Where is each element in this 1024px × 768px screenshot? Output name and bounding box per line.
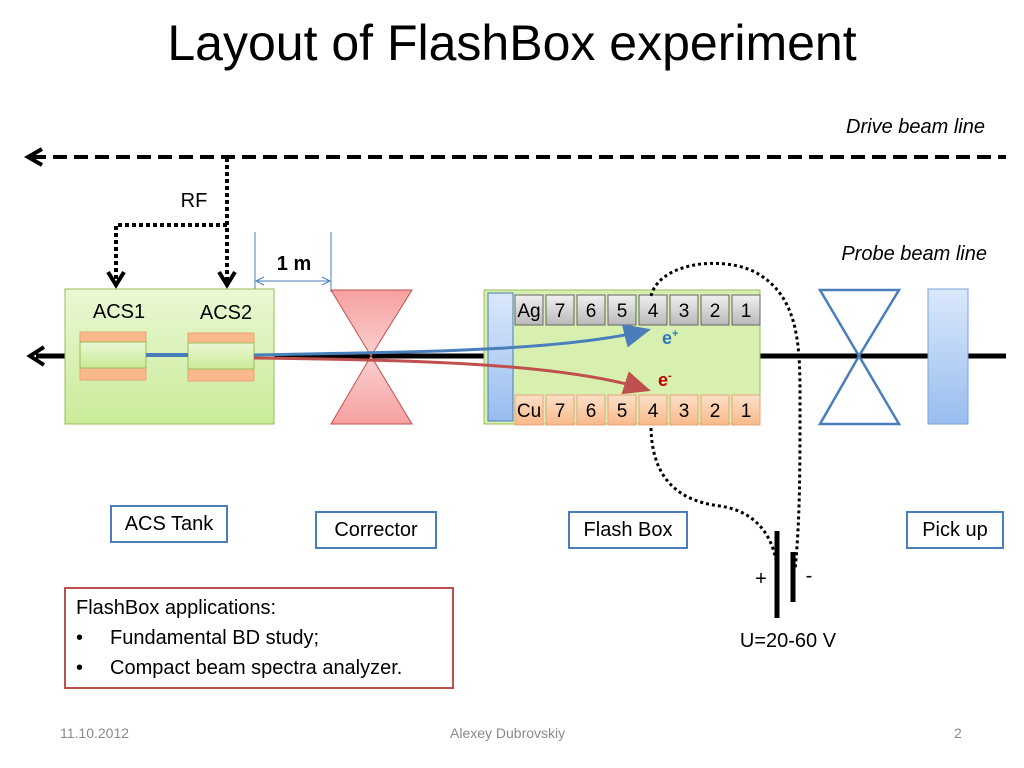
ag-electrode-number: 3	[679, 301, 690, 322]
cu-electrode-number: 6	[586, 401, 597, 422]
ag-electrode-number: 7	[555, 301, 566, 322]
applications-heading: FlashBox applications:	[76, 597, 277, 619]
ag-electrode-number: 1	[741, 301, 752, 322]
applications-item: • Fundamental BD study;	[76, 623, 452, 653]
ag-electrode-number: 5	[617, 301, 628, 322]
footer-author: Alexey Dubrovskiy	[450, 725, 566, 741]
acs2-label: ACS2	[200, 302, 252, 324]
battery-minus-label: -	[806, 565, 813, 587]
ag-electrode-cell	[576, 294, 606, 326]
rf-arrowhead-acs2-icon	[217, 270, 237, 289]
electron-trajectory	[253, 356, 651, 395]
positron-trajectory	[253, 324, 651, 357]
drive-beam-arrowhead-icon	[23, 147, 43, 167]
voltage-label: U=20-60 V	[740, 630, 837, 652]
bullet-icon: •	[76, 657, 84, 679]
drive-beam-label: Drive beam line	[846, 116, 985, 138]
flash-box-label: Flash Box	[568, 511, 688, 549]
applications-box: FlashBox applications: • Fundamental BD s…	[64, 587, 454, 689]
wire-to-ag-electrode	[649, 261, 802, 571]
dimension-arrowhead-right-icon	[321, 276, 332, 286]
corrector-label: Corrector	[315, 511, 437, 549]
ag-electrode-number: 6	[586, 301, 597, 322]
acs1-label: ACS1	[93, 301, 145, 323]
cu-electrode-cell	[607, 394, 637, 426]
dimension-arrowhead-left-icon	[254, 276, 265, 286]
probe-beam-arrowhead-icon	[26, 345, 46, 367]
cu-electrode-number: 3	[679, 401, 690, 422]
ag-electrode-cell	[731, 294, 761, 326]
flashbox-entry-window	[487, 292, 514, 422]
rf-label: RF	[181, 190, 208, 212]
cu-material-label: Cu	[517, 401, 541, 422]
acs1-structure	[79, 331, 147, 381]
footer-page-number: 2	[954, 725, 962, 741]
ag-electrode-cell	[545, 294, 575, 326]
cu-electrode-number: 2	[710, 401, 721, 422]
ag-material-cell	[514, 294, 544, 326]
ag-material-label: Ag	[517, 301, 540, 322]
ag-electrode-number: 2	[710, 301, 721, 322]
pick-up-label: Pick up	[906, 511, 1004, 549]
cu-electrode-number: 5	[617, 401, 628, 422]
rf-branch-line	[114, 223, 227, 282]
acs-tank-label: ACS Tank	[110, 505, 228, 543]
ag-electrode-cell	[669, 294, 699, 326]
electron-label: e-	[658, 370, 672, 390]
ag-electrode-cell	[700, 294, 730, 326]
positron-label: e+	[662, 328, 678, 348]
cu-electrode-cell	[731, 394, 761, 426]
slide-title: Layout of FlashBox experiment	[167, 15, 857, 71]
distance-label: 1 m	[277, 253, 311, 275]
battery-plus-label: +	[755, 568, 767, 590]
ag-electrode-cell	[638, 294, 668, 326]
cu-material-cell	[514, 394, 544, 426]
cu-electrode-cell	[576, 394, 606, 426]
acs2-structure	[187, 332, 255, 382]
ag-electrode-number: 4	[648, 301, 659, 322]
footer-date: 11.10.2012	[60, 725, 130, 741]
probe-corrector-magnet	[817, 288, 902, 426]
probe-beam-label: Probe beam line	[841, 243, 987, 265]
cu-electrode-number: 7	[555, 401, 566, 422]
cu-electrode-cell	[700, 394, 730, 426]
pickup	[927, 288, 969, 425]
rf-arrowhead-acs1-icon	[106, 270, 126, 289]
cu-electrode-cell	[669, 394, 699, 426]
bullet-icon: •	[76, 627, 84, 649]
applications-item-text: Fundamental BD study;	[110, 627, 319, 649]
cu-electrode-cell	[545, 394, 575, 426]
cu-electrode-number: 1	[741, 401, 752, 422]
wire-to-cu-electrode	[649, 427, 778, 561]
applications-item: • Compact beam spectra analyzer.	[76, 653, 452, 683]
cu-electrode-number: 4	[648, 401, 659, 422]
corrector-magnet	[330, 289, 413, 425]
cu-electrode-cell	[638, 394, 668, 426]
applications-item-text: Compact beam spectra analyzer.	[110, 657, 403, 679]
